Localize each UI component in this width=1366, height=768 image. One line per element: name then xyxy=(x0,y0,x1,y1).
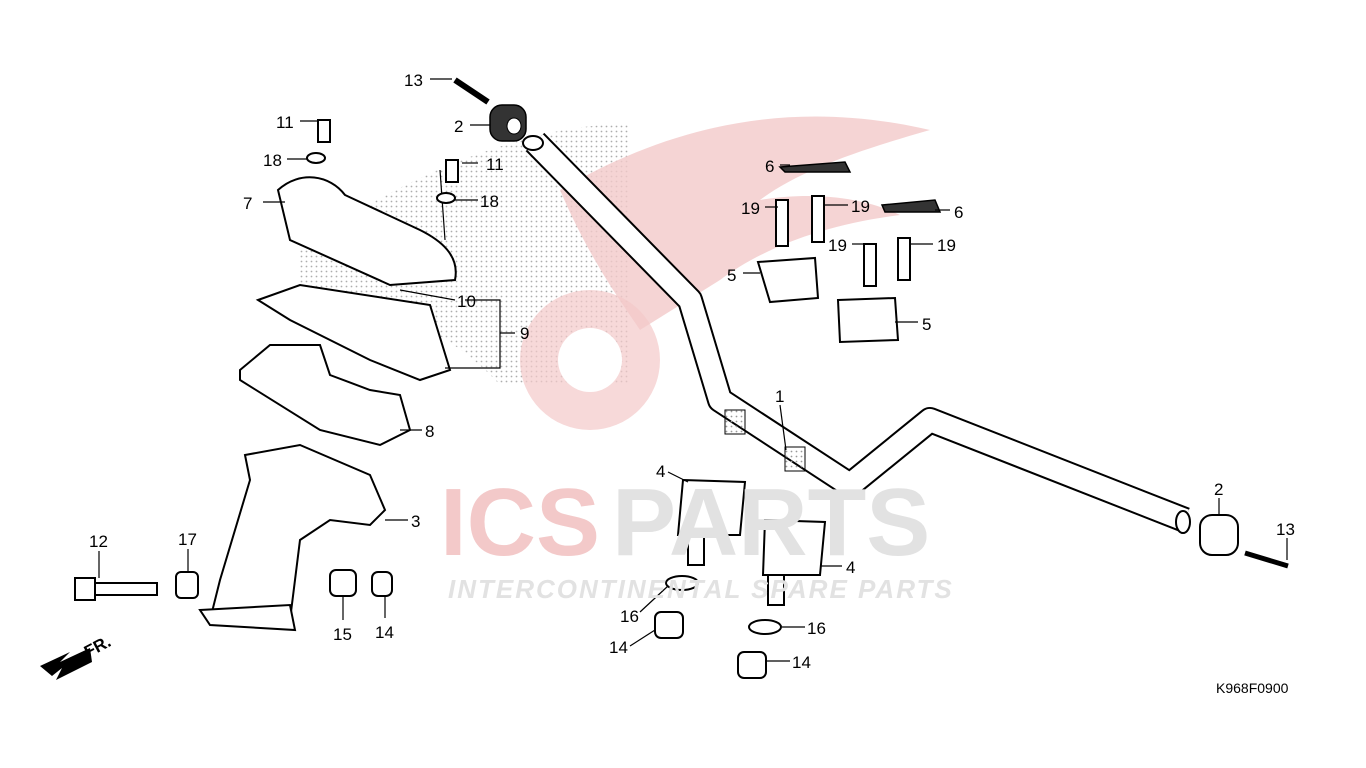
callout-17: 17 xyxy=(178,530,197,549)
handle-cover-assembly xyxy=(74,119,459,632)
callout-labels: 13 2 11 18 11 18 7 10 9 8 3 12 17 15 14 … xyxy=(89,71,1295,672)
callout-6: 6 xyxy=(765,157,774,176)
callout-18: 18 xyxy=(263,151,282,170)
handlebar-holders xyxy=(654,161,942,679)
front-direction-indicator: FR. xyxy=(40,632,114,680)
callout-9: 9 xyxy=(520,324,529,343)
callout-18: 18 xyxy=(480,192,499,211)
watermark-brand-right: PARTS xyxy=(612,469,930,576)
callout-2: 2 xyxy=(454,117,463,136)
callout-4: 4 xyxy=(656,462,665,481)
callout-14: 14 xyxy=(375,623,394,642)
callout-19: 19 xyxy=(828,236,847,255)
callout-14: 14 xyxy=(609,638,628,657)
callout-7: 7 xyxy=(243,194,252,213)
callout-2: 2 xyxy=(1214,480,1223,499)
callout-11: 11 xyxy=(276,113,294,132)
callout-6: 6 xyxy=(954,203,963,222)
callout-19: 19 xyxy=(851,197,870,216)
callout-14: 14 xyxy=(792,653,811,672)
callout-3: 3 xyxy=(411,512,420,531)
callout-13: 13 xyxy=(404,71,423,90)
callout-5: 5 xyxy=(922,315,931,334)
bar-end-weight-right xyxy=(1199,514,1289,569)
diagram-code: K968F0900 xyxy=(1216,680,1289,696)
watermark-tagline: INTERCONTINENTAL SPARE PARTS xyxy=(448,574,954,604)
callout-16: 16 xyxy=(620,607,639,626)
watermark-brand-left: ICS xyxy=(440,469,600,576)
watermark: ICS PARTS INTERCONTINENTAL SPARE PARTS xyxy=(440,469,954,604)
callout-19: 19 xyxy=(741,199,760,218)
bar-end-weight-left xyxy=(453,77,527,142)
callout-16: 16 xyxy=(807,619,826,638)
callout-15: 15 xyxy=(333,625,352,644)
callout-13: 13 xyxy=(1276,520,1295,539)
front-arrow-icon xyxy=(40,648,92,680)
callout-4: 4 xyxy=(846,558,855,577)
callout-5: 5 xyxy=(727,266,736,285)
callout-11: 11 xyxy=(486,155,504,174)
callout-10: 10 xyxy=(457,292,476,311)
leader-lines xyxy=(98,78,1288,662)
callout-19: 19 xyxy=(937,236,956,255)
callout-12: 12 xyxy=(89,532,108,551)
callout-1: 1 xyxy=(775,387,784,406)
callout-8: 8 xyxy=(425,422,434,441)
